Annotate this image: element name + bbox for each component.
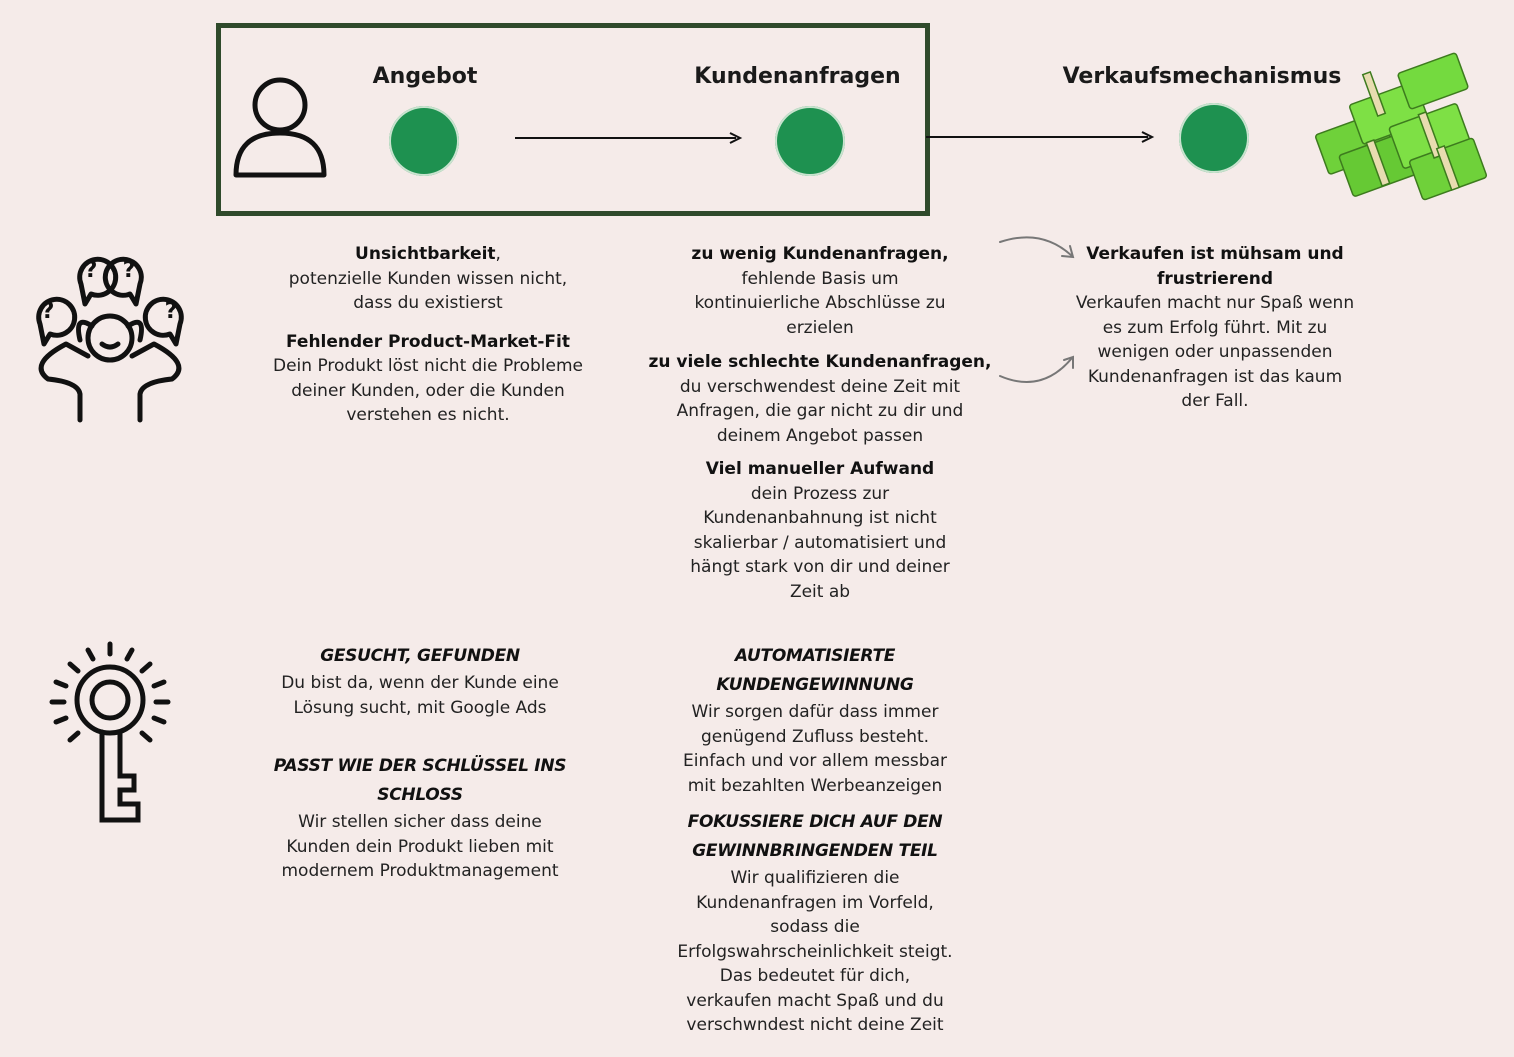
problem-zu-viele: zu viele schlechte Kundenanfragen, du ve… (640, 350, 1000, 448)
problem-line: skalierbar / automatisiert und (693, 532, 947, 553)
stage-title-angebot: Angebot (372, 64, 478, 89)
problem-line: Anfragen, die gar nicht zu dir und (676, 401, 964, 421)
problem-manueller-aufwand: Viel manueller Aufwand dein Prozess zur … (640, 457, 1000, 604)
problem-line: Dein Produkt löst nicht die Probleme (273, 356, 583, 376)
solutions-col1: Gesucht, gefunden Du bist da, wenn der K… (250, 642, 590, 884)
solution-automatisierte-kundengewinnung: Automatisierte Kundengewinnung Wir sorge… (640, 642, 990, 798)
solution-heading: Gesucht, gefunden (320, 646, 520, 666)
solution-heading: Kundengewinnung (716, 675, 914, 695)
problem-line: erzielen (786, 317, 854, 338)
problem-line: Verkaufen macht nur Spaß wenn (1075, 293, 1355, 313)
problem-heading-suffix: , (495, 244, 501, 264)
svg-text:?: ? (42, 299, 55, 324)
solution-heading: Schloss (377, 785, 463, 805)
arrow-right-icon (515, 132, 743, 144)
problem-verkaufen-muehsam: Verkaufen ist mühsam und frustrierend Ve… (1060, 242, 1370, 414)
solutions-col2: Automatisierte Kundengewinnung Wir sorge… (640, 642, 990, 1038)
problems-col1: Unsichtbarkeit, potenzielle Kunden wisse… (250, 242, 606, 442)
problems-col3: Verkaufen ist mühsam und frustrierend Ve… (1060, 242, 1370, 414)
stressed-person-questions-icon: ? ? ? ? (36, 256, 184, 423)
solution-line: genügend Zufluss besteht. (700, 726, 930, 747)
solution-heading: gewinnbringenden Teil (692, 841, 938, 861)
problem-line: hängt stark von dir und deiner (690, 557, 950, 577)
solution-schluessel: Passt wie der Schlüssel ins Schloss Wir … (250, 752, 590, 884)
problem-heading: zu wenig Kundenanfragen, (691, 244, 949, 264)
problem-line: verstehen es nicht. (346, 405, 510, 425)
problem-heading: Unsichtbarkeit (355, 244, 496, 264)
problem-line: Kundenanfragen ist das kaum (1087, 366, 1343, 387)
solution-line: Wir stellen sicher dass deine (298, 812, 542, 832)
stage-dot-angebot (389, 106, 459, 176)
problem-line: es zum Erfolg führt. Mit zu (1102, 317, 1328, 338)
solution-line: mit bezahlten Werbeanzeigen (687, 775, 943, 796)
svg-text:?: ? (165, 299, 178, 324)
solution-line: Kundenanfragen im Vorfeld, (696, 892, 934, 913)
problem-line: Kundenanbahnung ist nicht (703, 508, 937, 528)
funnel-frame (216, 23, 930, 216)
key-idea-icon (49, 641, 171, 823)
problem-product-market-fit: Fehlender Product-Market-Fit Dein Produk… (250, 330, 606, 428)
solution-heading: Fokussiere dich auf den (687, 812, 943, 832)
solution-line: Du bist da, wenn der Kunde eine (281, 673, 559, 693)
solution-line: Wir sorgen dafür dass immer (691, 702, 939, 722)
problem-line: wenigen oder unpassenden (1097, 342, 1333, 362)
svg-text:?: ? (85, 258, 98, 283)
problem-unsichtbarkeit: Unsichtbarkeit, potenzielle Kunden wisse… (250, 242, 606, 316)
solution-line: verkaufen macht Spaß und du (686, 990, 944, 1011)
problem-heading: zu viele schlechte Kundenanfragen, (648, 352, 992, 372)
svg-text:?: ? (123, 258, 136, 283)
problem-heading: Fehlender Product-Market-Fit (286, 331, 570, 352)
problem-heading: frustrierend (1156, 268, 1274, 289)
solution-line: verschwndest nicht deine Zeit (686, 1015, 944, 1035)
problem-line: der Fall. (1181, 391, 1249, 411)
stage-title-verkaufsmechanismus: Verkaufsmechanismus (1062, 64, 1342, 89)
problem-line: kontinuierliche Abschlüsse zu (694, 293, 946, 313)
person-outline-icon (233, 77, 327, 178)
stage-dot-verkaufsmechanismus (1179, 103, 1249, 173)
solution-gesucht-gefunden: Gesucht, gefunden Du bist da, wenn der K… (250, 642, 590, 720)
problem-line: potenzielle Kunden wissen nicht, (288, 268, 568, 289)
problem-line: fehlende Basis um (741, 268, 899, 289)
problem-line: dass du existierst (353, 293, 503, 313)
solution-line: sodass die (770, 917, 860, 937)
problem-line: Zeit ab (789, 581, 851, 602)
problems-col2: zu wenig Kundenanfragen, fehlende Basis … (640, 242, 1000, 604)
solution-line: Einfach und vor allem messbar (683, 751, 947, 771)
solution-heading: Passt wie der Schlüssel ins (273, 756, 567, 776)
stage-title-kundenanfragen: Kundenanfragen (694, 64, 901, 89)
curved-arrow-icon (999, 236, 1075, 383)
solution-line: modernem Produktmanagement (281, 861, 559, 881)
problem-line: deinem Angebot passen (716, 425, 924, 446)
problem-heading: Viel manueller Aufwand (705, 459, 935, 479)
solution-fokussiere: Fokussiere dich auf den gewinnbringenden… (640, 808, 990, 1038)
problem-line: dein Prozess zur (750, 483, 890, 504)
problem-line: deiner Kunden, oder die Kunden (291, 380, 565, 401)
solution-line: Lösung sucht, mit Google Ads (293, 697, 547, 718)
solution-heading: Automatisierte (734, 646, 896, 666)
solution-line: Erfolgswahrscheinlichkeit steigt. (677, 941, 953, 962)
money-stack-icon (1315, 52, 1488, 201)
problem-zu-wenig: zu wenig Kundenanfragen, fehlende Basis … (640, 242, 1000, 340)
stage-dot-kundenanfragen (775, 106, 845, 176)
arrow-right-icon (926, 131, 1155, 143)
problem-line: du verschwendest deine Zeit mit (679, 376, 961, 397)
problem-heading: Verkaufen ist mühsam und (1086, 244, 1344, 264)
solution-line: Kunden dein Produkt lieben mit (286, 836, 554, 857)
solution-line: Wir qualifizieren die (730, 868, 900, 888)
solution-line: Das bedeutet für dich, (719, 966, 911, 986)
